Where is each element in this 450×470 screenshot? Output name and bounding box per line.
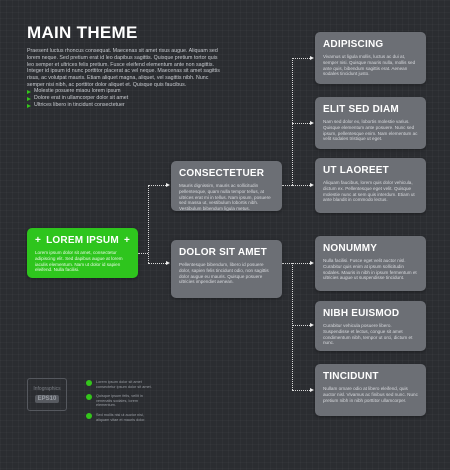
mid-box-consectetuer: CONSECTETUER Mauris dignissim, mauris ac… [171,161,282,211]
connector-line [292,58,310,59]
connector-line [138,253,148,254]
box-text: Mauris dignissim, mauris ac sollicitudin… [179,183,271,212]
bullet-list: Molestie posuere miaou lorem ipsum Dolor… [27,88,128,110]
box-text: Pellentesque bibendum, libero id posuere… [179,262,269,285]
triangle-bullet-icon [27,96,31,101]
triangle-bullet-icon [27,104,31,108]
box-text: Vivamus ut ligula mollis, luctus ac dui … [323,54,416,77]
mid-box-dolor-sit-amet: DOLOR SIT AMET Pellentesque bibendum, li… [171,240,282,298]
green-dot-icon [86,394,92,401]
arrow-right-icon [166,182,170,187]
box-title: TINCIDUNT [323,371,379,382]
box-title: UT LAOREET [323,165,389,176]
footer-note: Sed mollis nisi ut auctor nisi, aliquam … [86,412,154,422]
intro-text: Praesent luctus rhoncus consequat. Maece… [27,48,220,88]
footer-note: Quisque ipsum felis, vellit in venenatis… [86,394,154,408]
box-title: CONSECTETUER [179,168,265,179]
box-text: Aliquam faucibus, lorem quis dolor vehic… [323,180,415,203]
page-title: MAIN THEME [27,23,138,42]
right-box-nonummy: NONUMMY Nulla facilisi. Fusce eget velit… [315,236,426,291]
plus-icon: + [123,235,130,246]
bullet-item: Molestie posuere miaou lorem ipsum [27,88,128,95]
connector-line [148,185,149,263]
connector-line [292,185,310,186]
box-title: ADIPISCING [323,39,384,50]
box-text: Nulla facilisi. Fusce eget velit auctor … [323,258,417,281]
connector-line [282,185,292,186]
connector-line [282,263,292,264]
connector-line [292,263,293,390]
triangle-bullet-icon [27,89,31,94]
arrow-right-icon [310,260,314,265]
footer-notes: Lorem ipsum dolor sit amet consectetur i… [86,380,154,427]
box-title: DOLOR SIT AMET [179,247,267,258]
connector-line [292,123,310,124]
right-box-tincidunt: TINCIDUNT Nullam ornare odio at libero e… [315,364,426,416]
bullet-item: Dolore erat in ullamcorper dolor sit ame… [27,95,128,102]
green-dot-icon [86,412,92,419]
connector-line [148,263,166,264]
right-box-elit-sed-diam: ELIT SED DIAM Nam sed dolor ex, lobortis… [315,97,426,149]
root-box-header: + LOREM IPSUM + [35,235,130,246]
box-title: NIBH EUISMOD [323,308,400,319]
badge-label: Infographics [33,386,61,392]
connector-line [292,263,310,264]
arrow-right-icon [310,55,314,60]
arrow-right-icon [166,260,170,265]
right-box-ut-laoreet: UT LAOREET Aliquam faucibus, lorem quis … [315,158,426,213]
infographics-badge: Infographics EPS10 [27,378,67,411]
plus-icon: + [35,235,42,246]
arrow-right-icon [310,387,314,392]
footer-note: Lorem ipsum dolor sit amet consectetur i… [86,380,154,389]
arrow-right-icon [310,322,314,327]
root-box-text: Lorem ipsum dolor sit amet, consectetur … [35,250,123,273]
root-box-title: LOREM IPSUM [46,235,119,246]
arrow-right-icon [310,182,314,187]
connector-line [292,325,310,326]
bullet-item: Ultrices libero in tincidunt consectetue… [27,102,128,109]
box-text: Nam sed dolor ex, lobortis molestie vari… [323,119,418,142]
connector-line [292,390,310,391]
connector-line [148,185,166,186]
right-box-nibh-euismod: NIBH EUISMOD Curabitur vehicula posuere … [315,301,426,351]
box-text: Curabitur vehicula posuere libero. Suspe… [323,323,413,346]
box-title: ELIT SED DIAM [323,104,399,115]
right-box-adipiscing: ADIPISCING Vivamus ut ligula mollis, luc… [315,32,426,84]
box-title: NONUMMY [323,243,378,254]
badge-format: EPS10 [34,395,60,403]
root-box: + LOREM IPSUM + Lorem ipsum dolor sit am… [27,228,138,278]
box-text: Nullam ornare odio at libero eleifend, q… [323,386,418,403]
connector-line [292,58,293,185]
arrow-right-icon [310,120,314,125]
green-dot-icon [86,380,92,386]
